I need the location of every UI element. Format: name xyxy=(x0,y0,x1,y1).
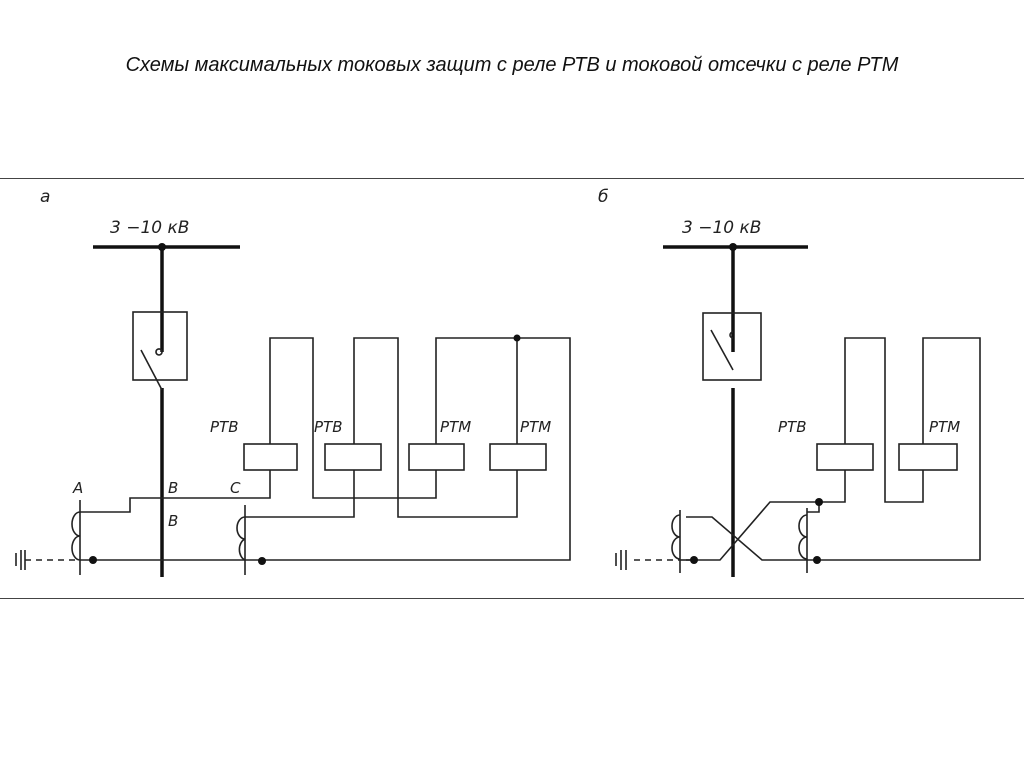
phase-label-b: B xyxy=(168,479,178,497)
relay-label: РТВ xyxy=(210,418,239,436)
diagram-b: б 3 −10 кВ РТВ РТМ xyxy=(598,187,981,577)
relay-rtm xyxy=(898,443,958,471)
breaker-blade-icon xyxy=(710,329,734,371)
junction-dot xyxy=(258,557,266,565)
breaker-blade-icon xyxy=(140,349,163,391)
ct-2-coil-icon xyxy=(798,514,808,560)
top-divider xyxy=(0,178,1024,179)
phase-label-a: A xyxy=(72,479,83,497)
relay-label: РТВ xyxy=(314,418,343,436)
loop-2 xyxy=(686,337,981,561)
ct-1-coil-icon xyxy=(671,514,681,560)
relay-rtm-1 xyxy=(408,443,465,471)
junction-dot xyxy=(513,334,521,342)
loop-1 xyxy=(844,337,924,503)
ct-c-coil-icon xyxy=(236,516,246,561)
wire-phase-c xyxy=(245,470,355,518)
ground-icon xyxy=(615,550,627,570)
breaker-contact-icon xyxy=(155,348,163,356)
panel-a-letter: а xyxy=(40,187,50,207)
relay-label: РТМ xyxy=(520,418,551,436)
phase-label-b-lower: B xyxy=(168,512,178,530)
relay-label: РТМ xyxy=(929,418,960,436)
wire-rtv xyxy=(686,470,846,561)
panel-a-voltage: 3 −10 кВ xyxy=(110,218,189,238)
loop-2 xyxy=(353,337,518,518)
junction-dot xyxy=(813,556,821,564)
relay-rtv-2 xyxy=(324,443,382,471)
loop-1 xyxy=(269,337,437,499)
circuit-breaker xyxy=(702,312,762,381)
ct-a-coil-icon xyxy=(71,511,81,561)
junction-dot xyxy=(690,556,698,564)
wire-phase-a xyxy=(80,470,271,513)
breaker-contact-icon xyxy=(729,331,734,339)
relay-label: РТМ xyxy=(440,418,471,436)
junction-dot xyxy=(815,498,823,506)
junction-dot xyxy=(89,556,97,564)
relay-rtv xyxy=(816,443,874,471)
loop-3 xyxy=(80,337,571,561)
relay-label: РТВ xyxy=(778,418,807,436)
relay-rtm-2 xyxy=(489,443,547,471)
slide-title: Схемы максимальных токовых защит с реле … xyxy=(125,54,899,76)
circuit-breaker xyxy=(132,311,188,381)
phase-label-c: C xyxy=(230,479,241,497)
diagram-a: а 3 −10 кВ РТВ РТВ РТМ РТМ A B C B xyxy=(15,187,571,577)
panel-b-voltage: 3 −10 кВ xyxy=(682,218,761,238)
relay-rtv-1 xyxy=(243,443,298,471)
ground-icon xyxy=(15,550,26,570)
bottom-divider xyxy=(0,598,1024,599)
panel-b-letter: б xyxy=(598,187,608,207)
